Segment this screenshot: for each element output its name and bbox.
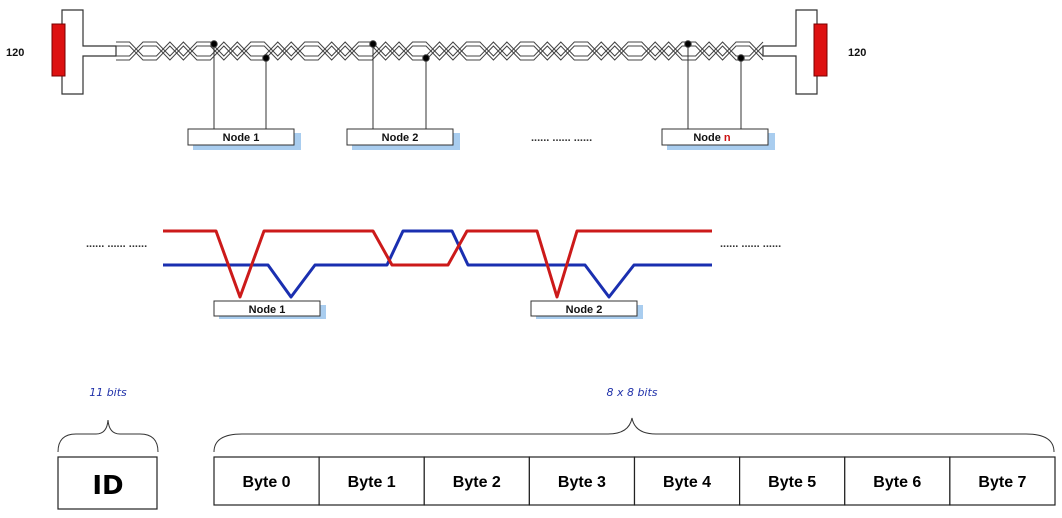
cable-strand	[116, 45, 764, 61]
cable-strand	[116, 41, 764, 57]
terminator-right-label: 120	[848, 47, 866, 59]
bus-ellipsis: ...... ...... ......	[531, 132, 592, 144]
data-bytes: Byte 0 Byte 1 Byte 2 Byte 3 Byte 4 Byte 5 Byte…	[213, 456, 1056, 506]
svg-text:Node 2: Node 2	[566, 304, 603, 316]
id-bits-label: 11 bits	[89, 386, 127, 399]
bus-node-n: Node n	[661, 128, 775, 150]
byte-label: Byte 1	[348, 474, 396, 491]
svg-text:Node 1: Node 1	[223, 132, 260, 144]
byte-cell	[844, 456, 951, 506]
byte-cell	[949, 456, 1056, 506]
bus-node-2: Node 2	[346, 128, 460, 150]
byte-cell	[423, 456, 530, 506]
svg-text:Node 1: Node 1	[249, 304, 286, 316]
resistor-left	[51, 23, 66, 77]
node-drops	[210, 40, 745, 130]
svg-text:ID: ID	[92, 471, 123, 501]
byte-cell	[213, 456, 320, 506]
signal-ellipsis-left: ...... ...... ......	[86, 238, 147, 250]
id-brace	[57, 419, 159, 453]
signal-line-blue	[163, 229, 712, 299]
data-brace	[213, 417, 1055, 453]
byte-label: Byte 0	[243, 474, 291, 491]
cable-strand	[116, 45, 764, 61]
twisted-pair-cable	[116, 41, 764, 61]
bus-section: 120 120 Node 1 Node 2 .....	[6, 9, 866, 150]
byte-label: Byte 3	[558, 474, 606, 491]
resistor-right	[813, 23, 828, 77]
byte-label: Byte 5	[768, 474, 816, 491]
frame-section: 11 bits 8 x 8 bits ID Byte 0 Byte 1 Byte 2…	[57, 386, 1056, 510]
svg-text:Node 2: Node 2	[382, 132, 419, 144]
byte-cell	[633, 456, 741, 506]
terminator-left-label: 120	[6, 47, 24, 59]
byte-label: Byte 4	[663, 474, 711, 491]
signal-ellipsis-right: ...... ...... ......	[720, 238, 781, 250]
cable-strand	[116, 41, 764, 57]
byte-label: Byte 7	[978, 474, 1026, 491]
svg-text:Node n: Node n	[693, 132, 731, 144]
signal-node-2: Node 2	[530, 300, 643, 319]
terminator-left	[51, 9, 117, 95]
terminator-right	[762, 9, 828, 95]
id-field: ID	[57, 456, 158, 510]
bus-node-1: Node 1	[187, 128, 301, 150]
signal-section: ...... ...... ...... ...... ...... .....…	[86, 229, 781, 319]
signal-node-1: Node 1	[213, 300, 326, 319]
byte-label: Byte 6	[873, 474, 921, 491]
signal-line-red	[163, 229, 712, 299]
byte-label: Byte 2	[453, 474, 501, 491]
data-bits-label: 8 x 8 bits	[606, 386, 657, 399]
